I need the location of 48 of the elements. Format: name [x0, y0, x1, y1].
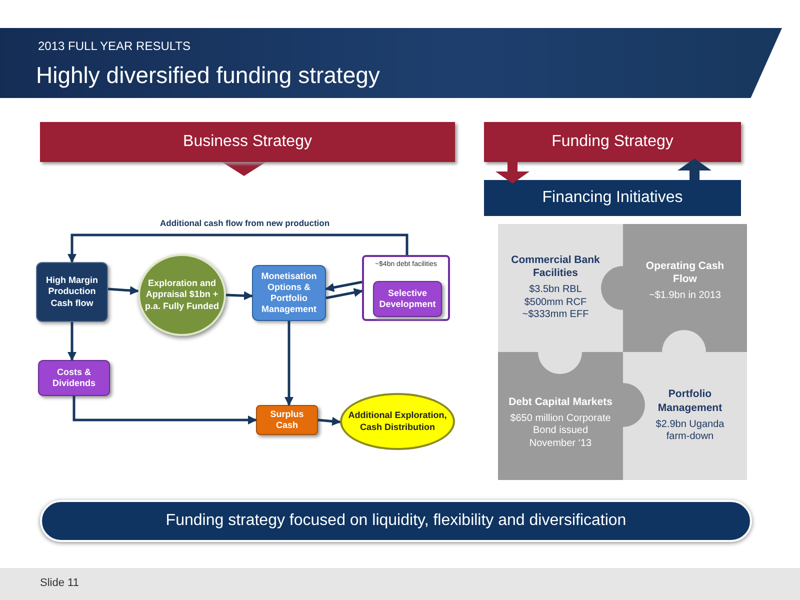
arrow — [284, 321, 294, 406]
node-label: Monetisation Options & Portfolio Management — [260, 270, 318, 316]
node-label: Financing Initiatives — [541, 188, 684, 208]
arrow — [678, 158, 712, 180]
initiatives-banner — [484, 180, 741, 216]
summary-banner — [40, 500, 752, 542]
arrow — [326, 288, 363, 300]
node-label: High Margin Production Cash flow — [45, 275, 99, 309]
piece-heading: Portfolio Management — [656, 388, 724, 415]
process-box — [38, 360, 110, 396]
arrow — [68, 322, 76, 361]
process-box — [36, 262, 108, 322]
slide-number: Slide 11 — [40, 577, 79, 589]
process-box — [256, 405, 318, 435]
node-label: Costs & Dividends — [51, 366, 96, 390]
arrow — [226, 291, 253, 300]
node-label: Business Strategy — [182, 132, 313, 152]
puzzle-piece — [623, 224, 747, 352]
arrow — [325, 280, 362, 292]
process-circle — [138, 254, 226, 336]
node-label: Funding Strategy — [550, 132, 674, 152]
puzzle-piece — [623, 352, 747, 480]
arrow — [496, 162, 530, 184]
process-box — [252, 265, 326, 321]
node-label: Exploration and Appraisal $1bn + p.a. Fully Funded — [144, 278, 220, 312]
piece-text: $650 million Corporate Bond issued November ‘13 — [509, 412, 612, 450]
arrow — [318, 416, 341, 426]
subtitle: 2013 FULL YEAR RESULTS — [38, 39, 191, 53]
arrow — [108, 286, 139, 295]
puzzle-piece — [498, 352, 623, 480]
process-box — [373, 281, 442, 317]
node-label: Additional Exploration, Cash Distribution — [347, 410, 448, 433]
piece-heading: Commercial Bank Facilities — [510, 254, 601, 280]
piece-text: $3.5bn RBL $500mm RCF ~$333mm EFF — [521, 284, 590, 322]
piece-heading: Debt Capital Markets — [508, 396, 614, 409]
node-label: Selective Development — [378, 288, 437, 310]
piece-heading: Operating Cash Flow — [644, 260, 726, 286]
edge-label: Additional cash flow from new production — [158, 218, 332, 228]
puzzle-piece — [498, 224, 623, 352]
title: Highly diversified funding strategy — [36, 62, 380, 89]
piece-text: $2.9bn Uganda farm-down — [654, 418, 726, 444]
node-label: Surplus Cash — [269, 408, 305, 432]
arrow — [68, 234, 408, 263]
group-box — [362, 255, 450, 321]
strategy-banner — [484, 122, 741, 162]
arrow — [72, 396, 257, 424]
piece-text: ~$1.9bn in 2013 — [648, 290, 722, 302]
node-label: Funding strategy focused on liquidity, flexibility and diversification — [164, 511, 628, 531]
